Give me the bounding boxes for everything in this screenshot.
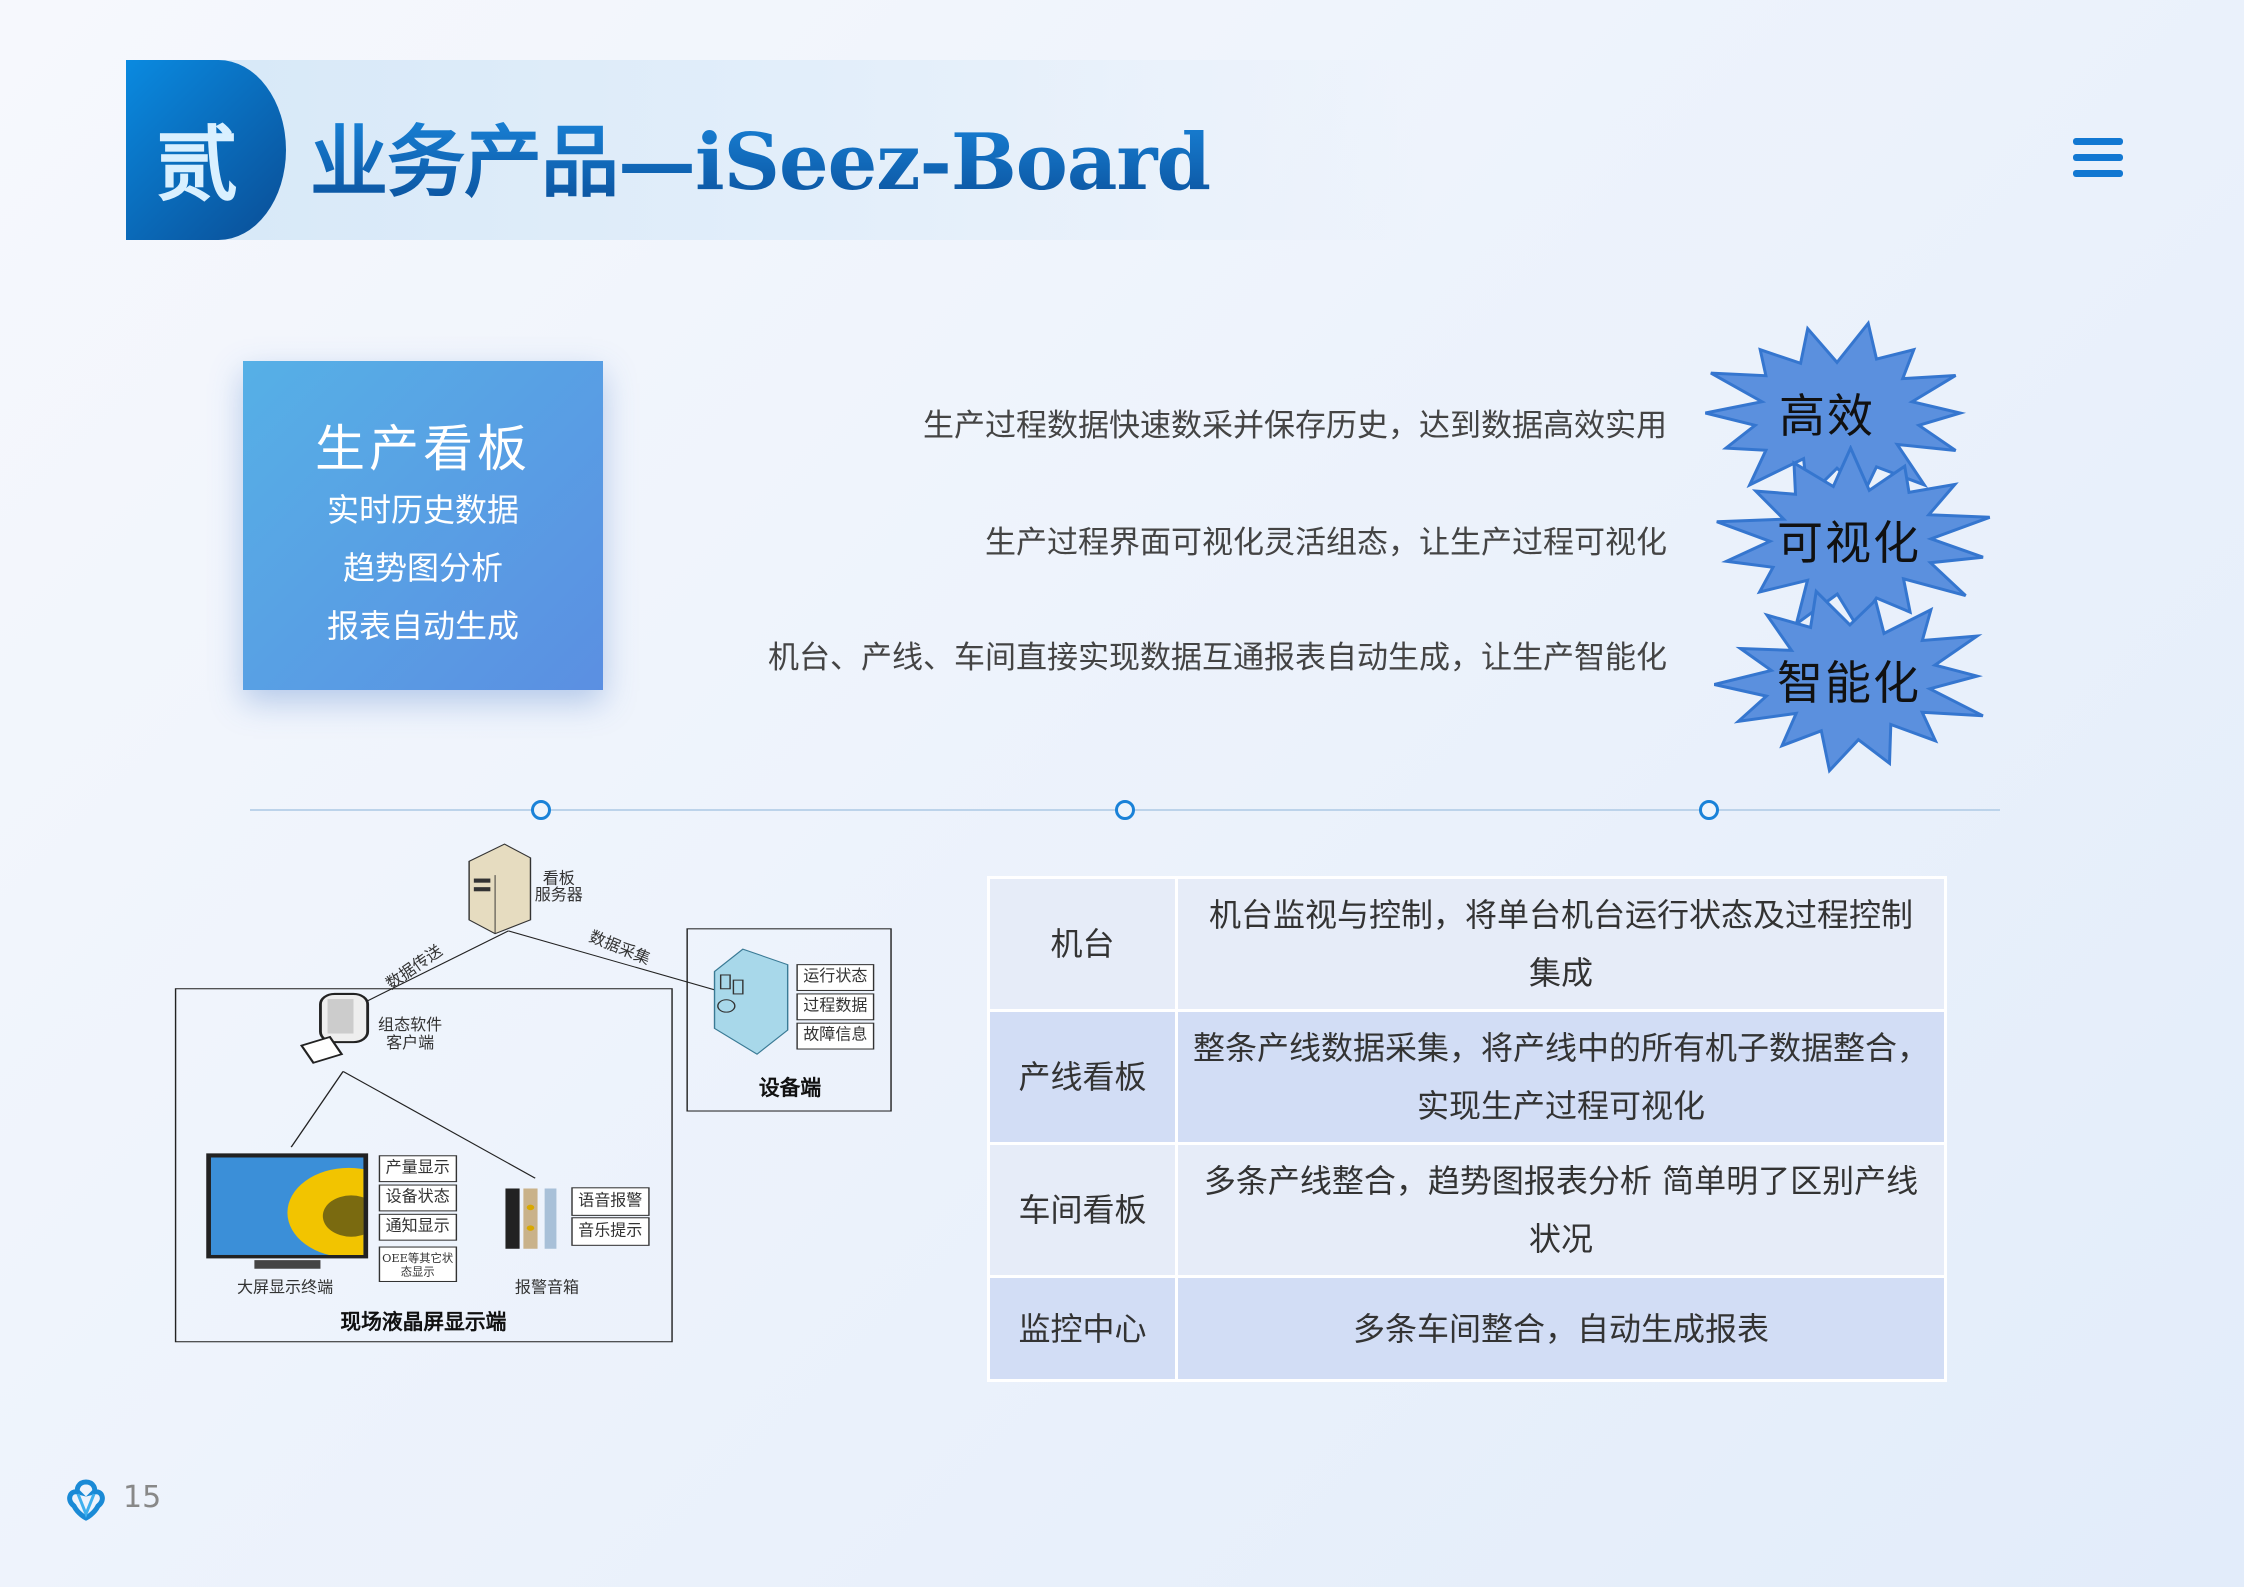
card-item: 趋势图分析 — [342, 549, 503, 587]
product-table: 机台机台监视与控制，将单台机台运行状态及过程控制集成 产线看板整条产线数据采集，… — [987, 876, 1947, 1382]
screen-item: OEE等其它状 — [382, 1251, 453, 1265]
starburst-badge: 智能化 — [1714, 585, 2004, 775]
feature-text: 机台、产线、车间直接实现数据互通报表自动生成，让生产智能化 — [768, 640, 1667, 676]
card-item: 报表自动生成 — [326, 607, 519, 645]
feature-text: 生产过程界面可视化灵活组态，让生产过程可视化 — [985, 525, 1667, 561]
screen-label: 大屏显示终端 — [237, 1278, 333, 1297]
site-title: 现场液晶屏显示端 — [340, 1310, 506, 1334]
table-row: 车间看板多条产线整合，趋势图报表分析 简单明了区别产线状况 — [987, 1142, 1947, 1278]
section-number: 贰 — [156, 117, 239, 213]
system-diagram: 看板 服务器 数据传送 数据采集 组态软件 客户端 运行状态 过程数据 故障信息… — [174, 843, 892, 1343]
starburst-badge: 高效 — [1697, 318, 1987, 508]
speaker-label: 报警音箱 — [515, 1278, 579, 1297]
server-label: 看板 — [543, 869, 575, 888]
link-label: 数据采集 — [587, 927, 654, 969]
card-title: 生产看板 — [315, 420, 531, 478]
badge-label: 智能化 — [1777, 656, 1921, 710]
speaker-icon — [505, 1188, 557, 1249]
row-key: 产线看板 — [987, 1009, 1178, 1145]
menu-icon[interactable] — [2073, 138, 2123, 178]
row-desc: 多条车间整合，自动生成报表 — [1175, 1275, 1947, 1382]
card-item: 实时历史数据 — [326, 491, 519, 529]
screen-item: 设备状态 — [386, 1187, 450, 1206]
timeline-dot — [531, 800, 551, 820]
screen-item: 产量显示 — [386, 1157, 450, 1176]
device-item: 过程数据 — [803, 995, 867, 1014]
row-desc: 多条产线整合，趋势图报表分析 简单明了区别产线状况 — [1175, 1142, 1947, 1278]
row-key: 监控中心 — [987, 1275, 1178, 1382]
table-row: 机台机台监视与控制，将单台机台运行状态及过程控制集成 — [987, 876, 1947, 1012]
server-icon — [468, 843, 532, 935]
kanban-card: 生产看板 实时历史数据 趋势图分析 报表自动生成 — [243, 361, 603, 690]
table-row: 产线看板整条产线数据采集，将产线中的所有机子数据整合，实现生产过程可视化 — [987, 1009, 1947, 1145]
screen-item: 态显示 — [401, 1264, 435, 1278]
row-desc: 整条产线数据采集，将产线中的所有机子数据整合，实现生产过程可视化 — [1175, 1009, 1947, 1145]
device-item: 故障信息 — [803, 1025, 867, 1044]
badge-label: 高效 — [1779, 389, 1875, 443]
row-key: 机台 — [987, 876, 1178, 1012]
server-label: 服务器 — [535, 885, 583, 904]
speaker-item: 语音报警 — [578, 1190, 642, 1209]
table-row: 监控中心多条车间整合，自动生成报表 — [987, 1275, 1947, 1382]
screen-item: 通知显示 — [386, 1216, 450, 1235]
device-machine-icon — [713, 948, 789, 1055]
company-logo-icon — [67, 1479, 105, 1521]
site-display-box — [174, 988, 673, 1343]
speaker-item: 音乐提示 — [578, 1220, 642, 1239]
feature-text: 生产过程数据快速数采并保存历史，达到数据高效实用 — [923, 408, 1667, 444]
starburst-badge: 可视化 — [1714, 445, 2004, 635]
client-label: 客户端 — [386, 1033, 434, 1052]
device-title: 设备端 — [759, 1076, 822, 1100]
row-key: 车间看板 — [987, 1142, 1178, 1278]
device-box — [686, 928, 892, 1112]
timeline-dot — [1699, 800, 1719, 820]
page-title: 业务产品—iSeez-Board — [310, 100, 1211, 212]
timeline-dot — [1115, 800, 1135, 820]
client-label: 组态软件 — [378, 1015, 442, 1034]
badge-label: 可视化 — [1777, 516, 1921, 570]
device-item: 运行状态 — [803, 966, 867, 985]
display-screen-icon — [206, 1153, 369, 1269]
row-desc: 机台监视与控制，将单台机台运行状态及过程控制集成 — [1175, 876, 1947, 1012]
client-computer-icon — [299, 992, 370, 1064]
section-number-badge: 贰 — [126, 60, 286, 240]
header-band — [126, 60, 1426, 240]
page-number: 15 — [123, 1480, 162, 1515]
